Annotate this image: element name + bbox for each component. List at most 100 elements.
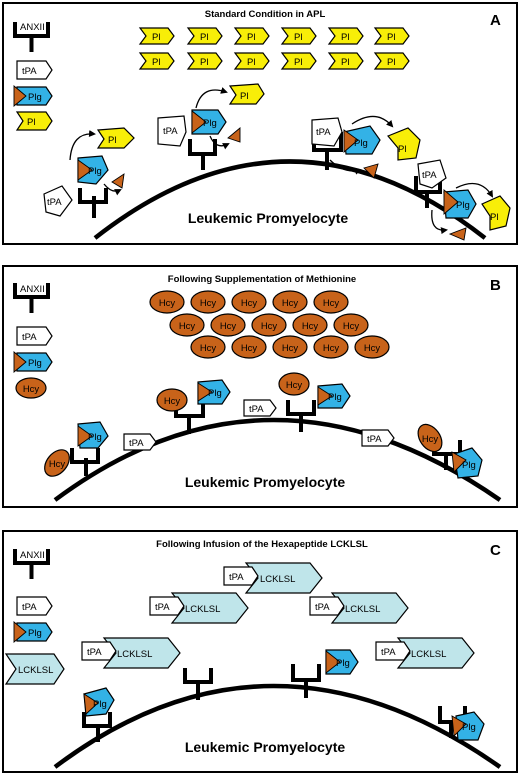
panel-a: Standard Condition in APL A ANXII tPA Pl… (2, 2, 518, 245)
plg-fragment (443, 189, 459, 215)
cell-membrane-a (93, 159, 487, 240)
cell-membrane-b (53, 417, 502, 502)
tpa-shape (361, 429, 395, 447)
hcy-label: Hcy (159, 298, 176, 309)
hcy-shape (149, 290, 185, 314)
plasmin-label: Pl (294, 32, 302, 43)
lcklsl-label: LCKLSL (345, 604, 380, 615)
anxii-receptor (414, 176, 442, 208)
anxii-legend-icon (13, 549, 50, 579)
hcy-label: Hcy (200, 298, 217, 309)
hcy-shape (313, 290, 349, 314)
anxii-legend-label: ANXII (20, 22, 45, 33)
panel-c-title: Following Infusion of the Hexapeptide LC… (156, 539, 368, 550)
plasmin-shape (373, 27, 410, 45)
plg-label: Plg (336, 658, 350, 669)
cleavage-arrow (103, 183, 122, 196)
tpa-label: tPA (47, 197, 62, 208)
hcy-legend-label: Hcy (23, 384, 40, 395)
hcy-shape (333, 313, 369, 337)
panel-c-cell-label: Leukemic Promyelocyte (185, 739, 346, 755)
plg-fragment (325, 650, 341, 674)
panel-a-cell-label: Leukemic Promyelocyte (188, 210, 349, 226)
plg-fragment (451, 451, 467, 473)
plg-fragment (317, 386, 333, 406)
lcklsl-legend-icon (4, 653, 65, 685)
hcy-shape (417, 423, 443, 453)
panel-b-cell-label: Leukemic Promyelocyte (185, 474, 346, 490)
activation-arrow (351, 115, 394, 128)
plg-fragment-icon (13, 85, 27, 107)
anxii-receptor (70, 448, 100, 476)
lcklsl-shape (396, 637, 475, 669)
cleaved-fragment (363, 163, 379, 179)
hcy-label: Hcy (282, 343, 299, 354)
hcy-shape (156, 388, 188, 412)
plg-fragment (77, 159, 93, 181)
hcy-shape (44, 449, 70, 477)
plasmin-label: Pl (200, 57, 208, 68)
tpa-shape (149, 596, 185, 616)
tpa-legend-label: tPA (22, 602, 37, 613)
anxii-legend-icon (13, 283, 50, 313)
plasmin-shape (233, 27, 270, 45)
plg-legend-label: Plg (28, 628, 42, 639)
plasmin-label: Pl (341, 32, 349, 43)
plasmin-label: Pl (247, 57, 255, 68)
panel-b-title: Following Supplementation of Methionine (168, 274, 356, 285)
cleaved-fragment (448, 227, 467, 241)
hcy-label: Hcy (200, 343, 217, 354)
plg-label: Plg (462, 722, 476, 733)
plg-label: Plg (208, 388, 222, 399)
hcy-label: Hcy (364, 343, 381, 354)
plg-label: Plg (88, 166, 102, 177)
hcy-legend-icon (15, 377, 47, 399)
tpa-label: tPA (163, 126, 178, 137)
tpa-label: tPA (155, 602, 170, 613)
panel-a-legend: ANXII tPA Plg Pl (13, 22, 53, 131)
plasmin-label: Pl (108, 135, 116, 146)
tpa-shape (309, 596, 345, 616)
cell-membrane-c (53, 683, 502, 769)
plasmin-label: Pl (398, 144, 406, 155)
plasmin-label: Pl (200, 32, 208, 43)
tpa-label: tPA (381, 647, 396, 658)
cleavage-arrow (431, 209, 448, 235)
hcy-label: Hcy (302, 321, 319, 332)
tpa-label: tPA (87, 647, 102, 658)
hcy-shape (251, 313, 287, 337)
cleavage-arrow (209, 135, 230, 150)
anxii-receptor (183, 668, 213, 700)
plg-label: Plg (462, 460, 476, 471)
plasmin-shape (138, 27, 175, 45)
anxii-legend-label: ANXII (20, 284, 45, 295)
plasmin-shape (327, 27, 364, 45)
plasmin-shape (387, 127, 421, 161)
hcy-label: Hcy (422, 434, 439, 445)
plg-fragment (83, 693, 99, 715)
hcy-shape (272, 335, 308, 359)
anxii-receptor (286, 400, 316, 432)
hcy-label: Hcy (261, 321, 278, 332)
plasmin-shape (327, 52, 364, 70)
cleavage-arrow (329, 159, 362, 175)
panel-a-title: Standard Condition in APL (205, 9, 326, 20)
plg-fragment (191, 110, 207, 134)
cleaved-fragment (111, 173, 125, 189)
hcy-shape (272, 290, 308, 314)
plg-fragment-icon (13, 351, 27, 373)
panel-b-letter: B (490, 277, 501, 294)
lcklsl-shape (244, 562, 323, 594)
homocysteine-cluster: Hcy Hcy Hcy Hcy Hcy Hcy Hcy Hcy Hcy Hcy … (149, 290, 390, 359)
tpa-legend-label: tPA (22, 332, 37, 343)
hcy-label: Hcy (179, 321, 196, 332)
plg-legend-label: Plg (28, 92, 42, 103)
hcy-shape (231, 335, 267, 359)
plg-label: Plg (456, 200, 470, 211)
plasmin-shape (138, 52, 175, 70)
hcy-shape (169, 313, 205, 337)
hcy-shape (313, 335, 349, 359)
lcklsl-label: LCKLSL (117, 649, 152, 660)
plg-fragment (343, 129, 359, 153)
